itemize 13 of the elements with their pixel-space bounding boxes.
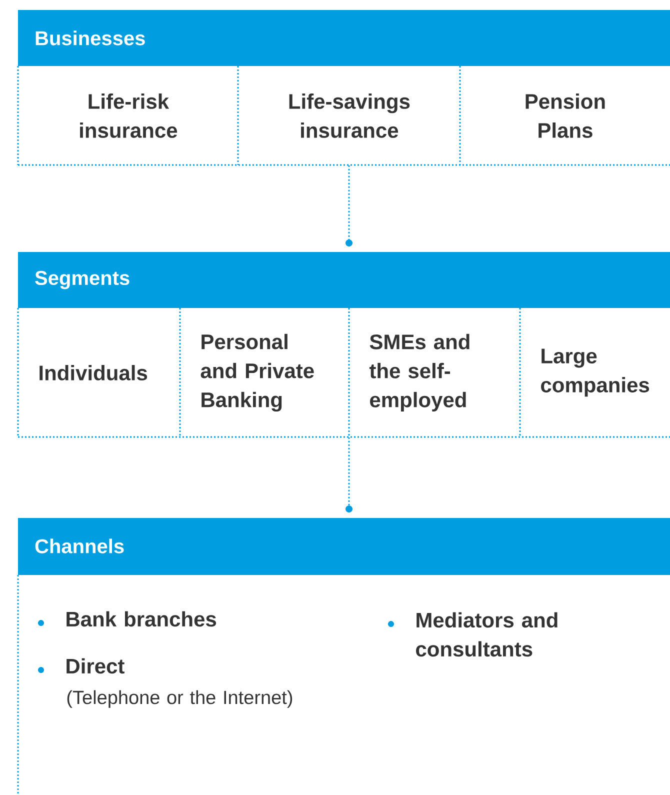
bullet-item: (Telephone or the Internet) [67, 690, 292, 708]
connector-line [346, 165, 352, 246]
bullet-item: Bank branches [38, 611, 216, 627]
category-cell: Life-risk insurance [80, 94, 178, 138]
bullet-item: Direct [38, 658, 124, 674]
category-cell: Life-savings insurance [289, 94, 410, 138]
category-cell: Pension Plans [526, 94, 605, 138]
connector-line [346, 437, 352, 512]
bullet-item: Mediators and consultants [388, 612, 558, 657]
category-cell: Personal and Private Banking [200, 334, 314, 412]
category-cell: SMEs and the self-employed [369, 334, 470, 412]
category-cell: Large companies [541, 348, 650, 397]
category-cell: Individuals [40, 365, 148, 380]
